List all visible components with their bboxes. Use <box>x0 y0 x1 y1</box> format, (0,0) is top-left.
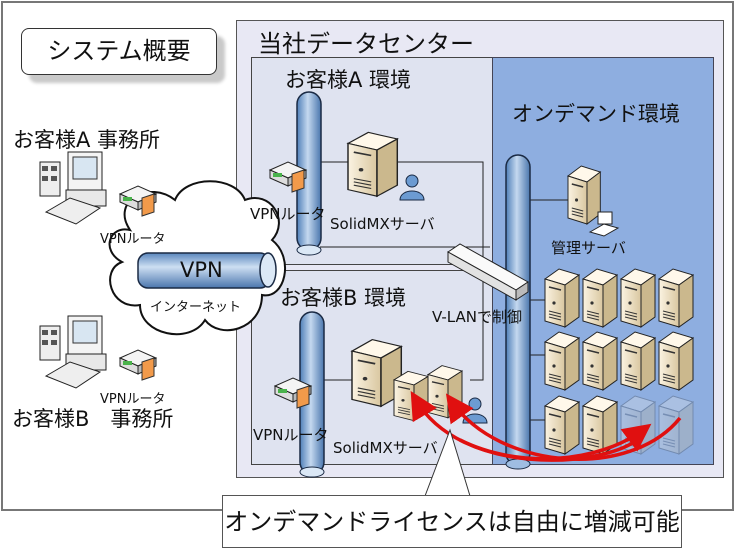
ondemand-server-icon <box>620 268 656 328</box>
vpn-label: VPN <box>180 258 223 282</box>
env-b-license-server-icon <box>393 370 429 422</box>
management-pc-icon <box>588 211 620 237</box>
office-b-router-label: VPNルータ <box>100 392 166 407</box>
vpn-tunnel-icon <box>137 252 277 289</box>
office-b-router-icon <box>119 349 157 381</box>
ondemand-server-icon <box>544 395 580 455</box>
env-a-title: お客様A 環境 <box>285 68 412 92</box>
ondemand-server-row-1 <box>544 268 694 328</box>
ondemand-server-icon <box>658 268 694 328</box>
ondemand-title: オンデマンド環境 <box>512 102 680 126</box>
internet-label: インターネット <box>150 300 242 315</box>
ondemand-server-row-2 <box>544 331 694 391</box>
ondemand-network-pipe <box>505 154 531 470</box>
office-a-router-label: VPNルータ <box>100 232 166 247</box>
env-a-solidmx-server-icon <box>346 131 399 198</box>
datacenter-title: 当社データセンター <box>258 30 474 58</box>
env-a-server-label: SolidMXサーバ <box>330 215 435 233</box>
ondemand-server-icon <box>582 268 618 328</box>
customer-a-network-pipe <box>296 91 322 256</box>
license-transfer-arrows <box>410 390 682 462</box>
office-b-pc-icon <box>39 315 107 389</box>
office-a-title: お客様A 事務所 <box>13 128 161 152</box>
ondemand-server-icon <box>658 331 694 391</box>
ondemand-server-icon <box>544 268 580 328</box>
office-b-title: お客様B 事務所 <box>12 407 174 431</box>
ondemand-server-icon <box>620 331 656 391</box>
env-b-server-label: SolidMXサーバ <box>333 439 438 457</box>
env-a-user-icon <box>399 174 425 201</box>
management-server-icon <box>567 165 602 225</box>
office-a-pc-icon <box>39 151 107 225</box>
env-b-title: お客様B 環境 <box>280 286 407 310</box>
ondemand-server-icon <box>544 331 580 391</box>
vlan-switch-icon <box>447 243 529 301</box>
diagram-title: システム概要 <box>21 28 217 75</box>
ondemand-server-icon <box>582 331 618 391</box>
env-a-router-label: VPNルータ <box>250 205 326 223</box>
management-server-label: 管理サーバ <box>551 239 626 257</box>
env-b-router-label: VPNルータ <box>253 426 329 444</box>
callout-box: オンデマンドライセンスは自由に増減可能 <box>222 495 682 548</box>
arrow-to-ghost-server-1 <box>459 423 652 461</box>
vlan-label: V-LANで制御 <box>432 308 522 326</box>
